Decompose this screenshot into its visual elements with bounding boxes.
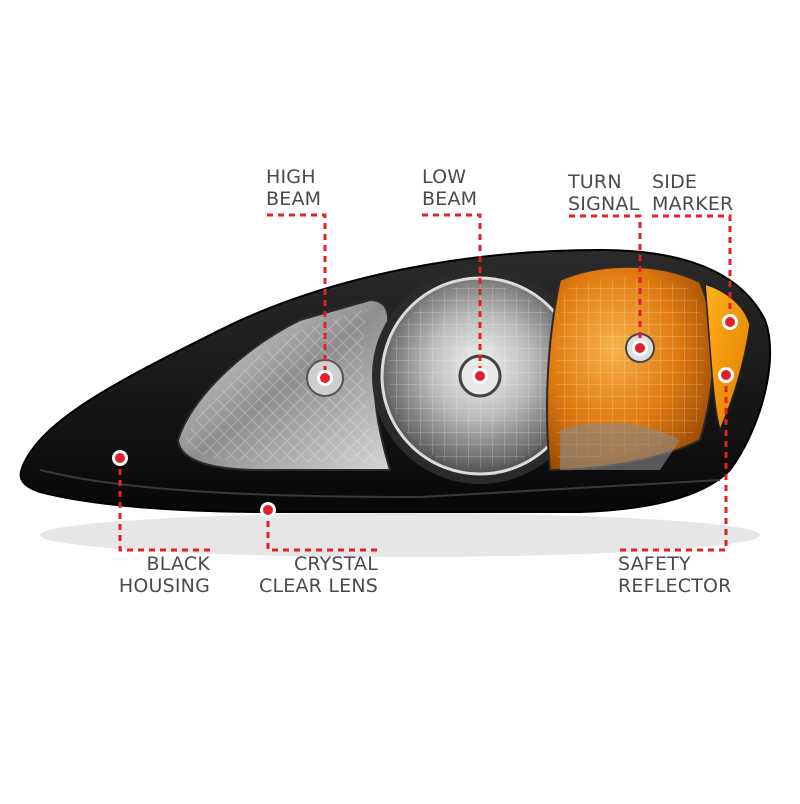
safety-reflector-label-line2: REFLECTOR (618, 575, 732, 597)
safety-reflector-line (618, 375, 728, 552)
high-beam-dot (320, 373, 330, 383)
side-marker-dot (725, 317, 735, 327)
high-beam-label-line2: BEAM (266, 188, 322, 210)
side-marker-label: SIDE MARKER (652, 171, 733, 215)
black-housing-dot (115, 453, 125, 463)
housing-edge (39, 469, 721, 499)
black-housing-label-line2: HOUSING (118, 575, 210, 597)
callout-dots (112, 314, 738, 518)
crystal-clear-lens-label: CRYSTAL CLEAR LENS (259, 553, 378, 597)
crystal-lens-dot (263, 505, 273, 515)
high-beam-line (267, 213, 327, 378)
shadow (40, 513, 760, 557)
low-beam-label: LOW BEAM (422, 166, 477, 210)
crystal-lens-line (266, 510, 378, 552)
turn-signal-label: TURN SIGNAL (568, 171, 639, 215)
safety-reflector-label-line1: SAFETY (618, 553, 691, 575)
side-marker-label-line2: MARKER (652, 193, 734, 215)
turn-signal-label-line1: TURN (568, 171, 622, 193)
lower-reflector (560, 422, 680, 470)
turn-signal-line (569, 214, 642, 348)
black-housing-label-line1: BLACK (146, 553, 210, 575)
turn-signal-facets (555, 278, 705, 460)
side-marker-label-line1: SIDE (652, 171, 698, 193)
black-housing-line (118, 458, 210, 552)
black-housing-label: BLACK HOUSING (119, 553, 210, 597)
high-beam-label-line1: HIGH (266, 166, 316, 188)
low-beam-line (422, 213, 482, 376)
safety-reflector-label: SAFETY REFLECTOR (618, 553, 732, 597)
low-beam-label-line2: BEAM (422, 188, 478, 210)
turn-signal-label-line2: SIGNAL (568, 193, 640, 215)
high-beam-label: HIGH BEAM (266, 166, 321, 210)
crystal-clear-lens-label-line2: CLEAR LENS (259, 575, 378, 597)
high-beam-facets (185, 308, 378, 462)
callout-lines (118, 213, 732, 552)
turn-signal-dot (635, 343, 645, 353)
side-marker-lens (704, 282, 751, 433)
low-beam-dot (475, 371, 485, 381)
crystal-clear-lens-label-line1: CRYSTAL (293, 553, 378, 575)
low-beam-label-line1: LOW (422, 166, 467, 188)
side-marker-line (652, 214, 732, 322)
safety-reflector-dot (721, 370, 731, 380)
